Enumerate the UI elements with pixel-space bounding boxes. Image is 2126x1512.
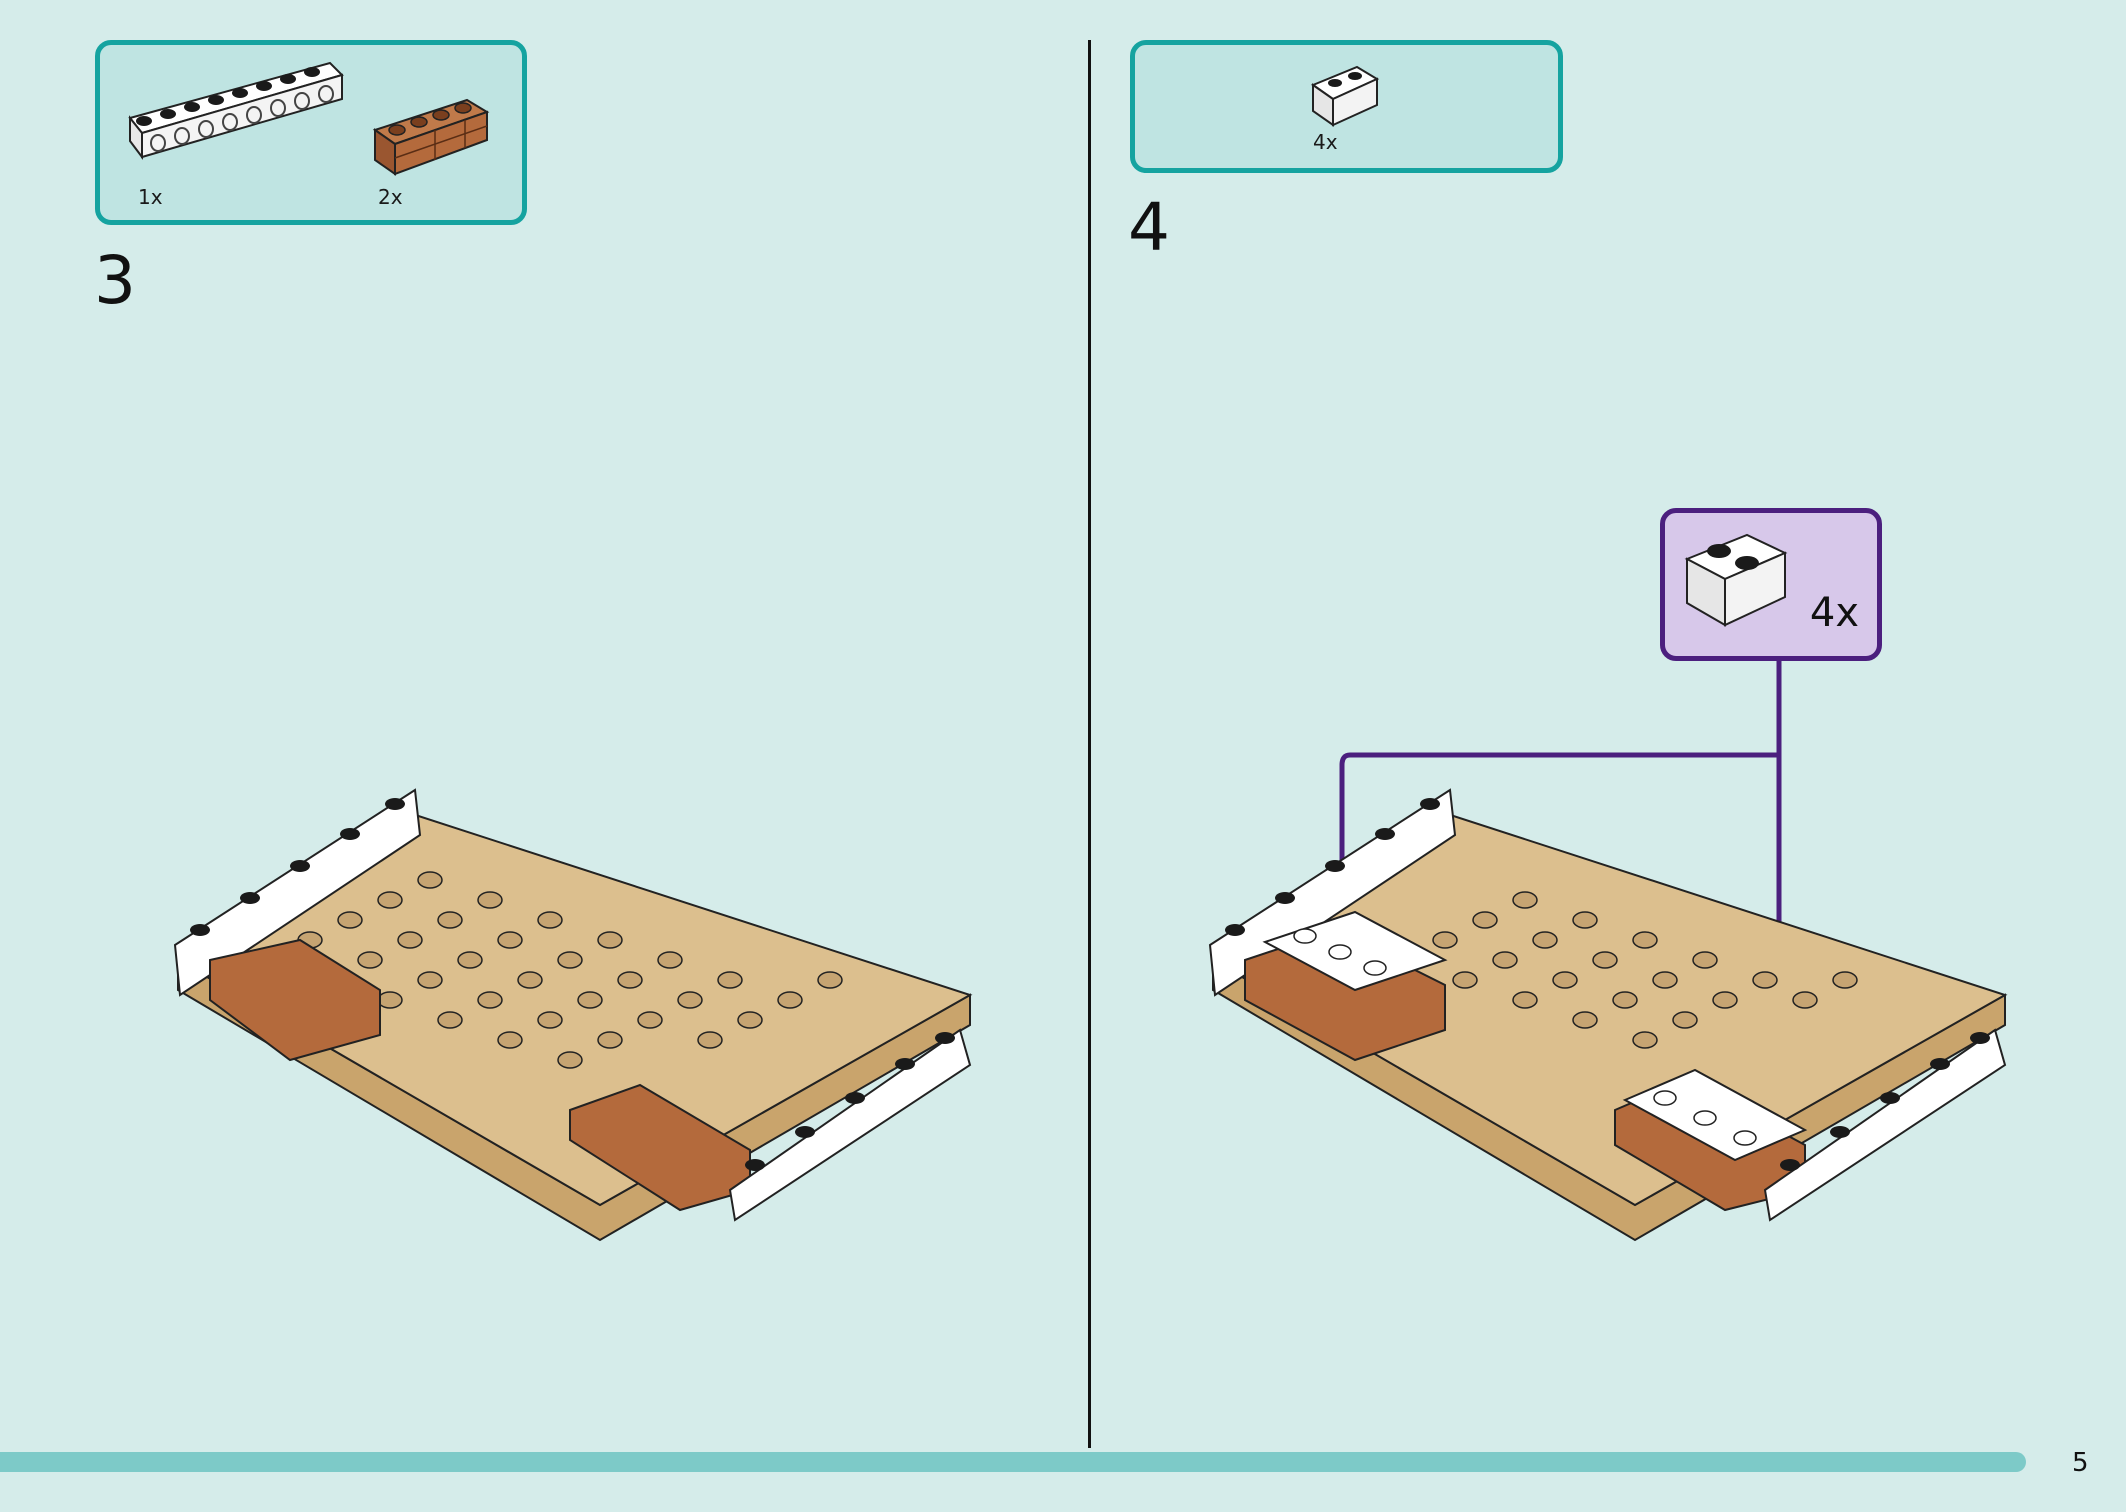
page-number: 5 [2072,1448,2089,1478]
progress-bar [0,1452,2026,1472]
step-number: 4 [1128,189,1170,266]
white-technic-beam-icon [128,61,344,160]
step-number: 3 [94,242,136,319]
part-quantity: 1x [138,185,163,209]
part-quantity: 2x [378,185,403,209]
white-brick-icon [1684,533,1788,627]
white-brick-icon [1310,65,1380,127]
callout-box: 4x [1660,508,1882,661]
step3-parts-box: 1x 2x [95,40,527,225]
part-quantity: 4x [1313,130,1338,154]
brown-brick-icon [372,98,490,176]
step4-model-illustration [1208,788,2008,1242]
step4-parts-box: 4x [1130,40,1563,173]
page-divider [1088,40,1091,1448]
step3-model-illustration [173,788,973,1242]
callout-quantity: 4x [1809,590,1859,636]
